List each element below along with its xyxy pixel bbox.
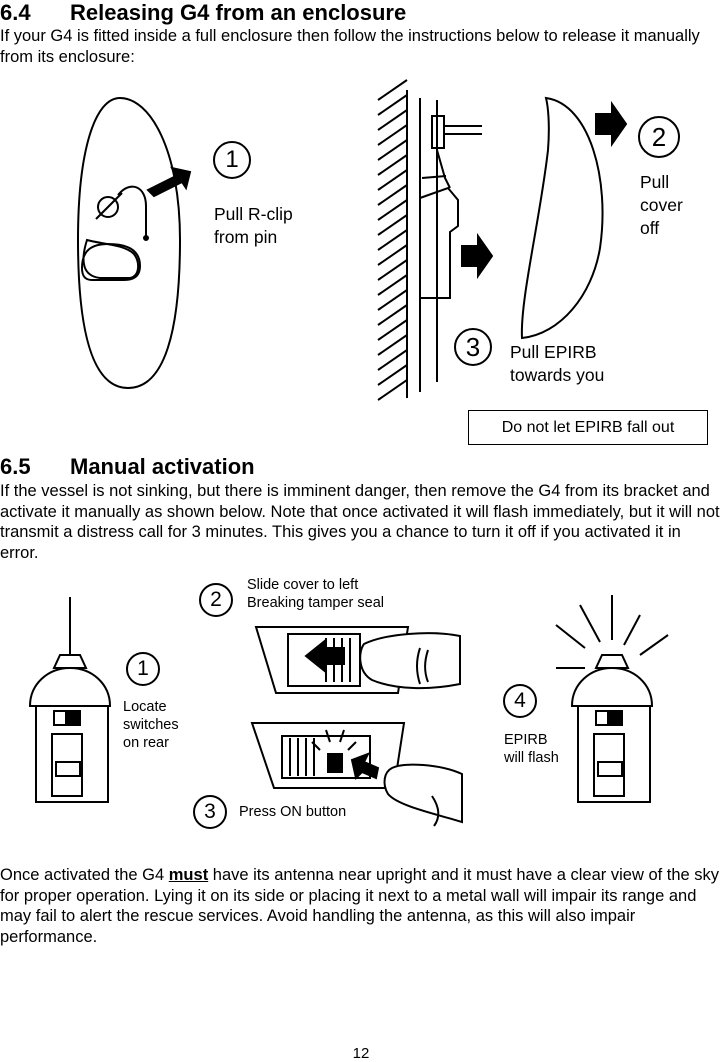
slide-cover-drawing: [254, 626, 461, 694]
step-label: Pull cover off: [640, 172, 683, 238]
closing-text: Once activated the G4: [0, 866, 169, 884]
epirb-front-drawing: [76, 96, 182, 390]
on-button-drawing: [250, 722, 463, 827]
closing-text: have its antenna near upright and it mus…: [0, 866, 720, 946]
section-number: 6.5: [0, 454, 31, 479]
arrow-right-icon: [595, 100, 628, 148]
step-badge: 2: [199, 583, 233, 617]
section-6-4-heading: 6.4 Releasing G4 from an enclosure: [0, 0, 406, 26]
step-label: Slide cover to left Breaking tamper seal: [247, 577, 385, 611]
page-number: 12: [352, 1045, 370, 1062]
closing-paragraph: Once activated the G4 must have its ante…: [0, 865, 720, 947]
section-number: 6.4: [0, 0, 31, 25]
step-badge: 1: [126, 652, 160, 686]
section-6-5-intro: If the vessel is not sinking, but there …: [0, 482, 720, 562]
step-label: Press ON button: [239, 804, 347, 820]
step-label: Pull R-clip from pin: [214, 204, 293, 247]
cover-side-drawing: [520, 96, 604, 340]
step-label: Pull EPIRB towards you: [510, 342, 605, 385]
bracket-side-drawing: [377, 79, 482, 401]
section-title: Manual activation: [70, 454, 255, 479]
epirb-rear-drawing: [28, 597, 112, 803]
epirb-flashing-drawing: [555, 595, 669, 803]
section-6-5-heading: 6.5 Manual activation: [0, 454, 255, 480]
section-title: Releasing G4 from an enclosure: [70, 0, 407, 25]
arrow-right-icon: [461, 232, 494, 280]
section-6-4-intro: If your G4 is fitted inside a full enclo…: [0, 27, 700, 66]
arrow-left-icon: [304, 637, 345, 675]
step-badge: 3: [193, 795, 227, 829]
arrow-left-icon: [350, 752, 380, 780]
step-badge: 2: [638, 116, 680, 158]
warning-box: Do not let EPIRB fall out: [468, 410, 708, 445]
step-badge: 4: [503, 684, 537, 718]
step-label: EPIRB will flash: [504, 732, 559, 766]
step-badge: 3: [454, 328, 492, 366]
step-label: Locate switches on rear: [123, 699, 179, 751]
activation-illustration: [28, 595, 669, 827]
step-badge: 1: [213, 141, 251, 179]
release-illustration: [76, 79, 628, 401]
emphasis-must: must: [168, 866, 209, 884]
arrow-right-icon: [146, 166, 192, 198]
